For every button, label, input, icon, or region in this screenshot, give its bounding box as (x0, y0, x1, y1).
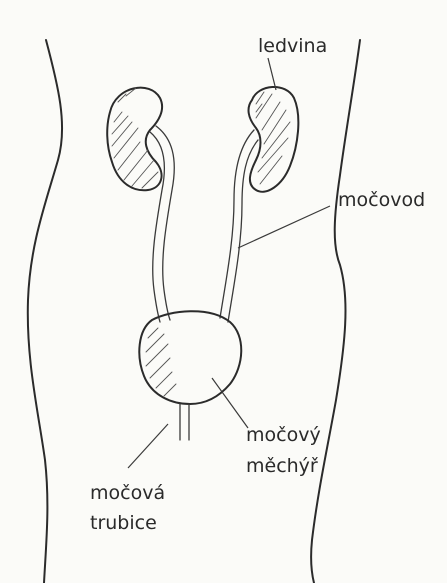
label-urethra-line1: močová (90, 482, 165, 504)
body-right-contour (311, 40, 360, 583)
label-ureter: močovod (338, 189, 425, 211)
kidney-leader (268, 58, 276, 90)
left-kidney (107, 88, 162, 191)
left-ureter (150, 132, 164, 322)
label-urethra-line2: trubice (90, 512, 157, 534)
right-kidney (249, 87, 299, 192)
label-bladder-line2: měchýř (246, 455, 318, 477)
urinary-bladder (139, 311, 241, 440)
ureters (150, 126, 258, 322)
label-bladder-line1: močový (246, 424, 321, 446)
urethra (180, 404, 189, 440)
label-kidney: ledvina (258, 35, 327, 57)
urethra-leader (128, 424, 168, 468)
right-ureter (220, 130, 254, 318)
body-left-contour (28, 40, 62, 583)
ureter-leader (238, 206, 330, 248)
